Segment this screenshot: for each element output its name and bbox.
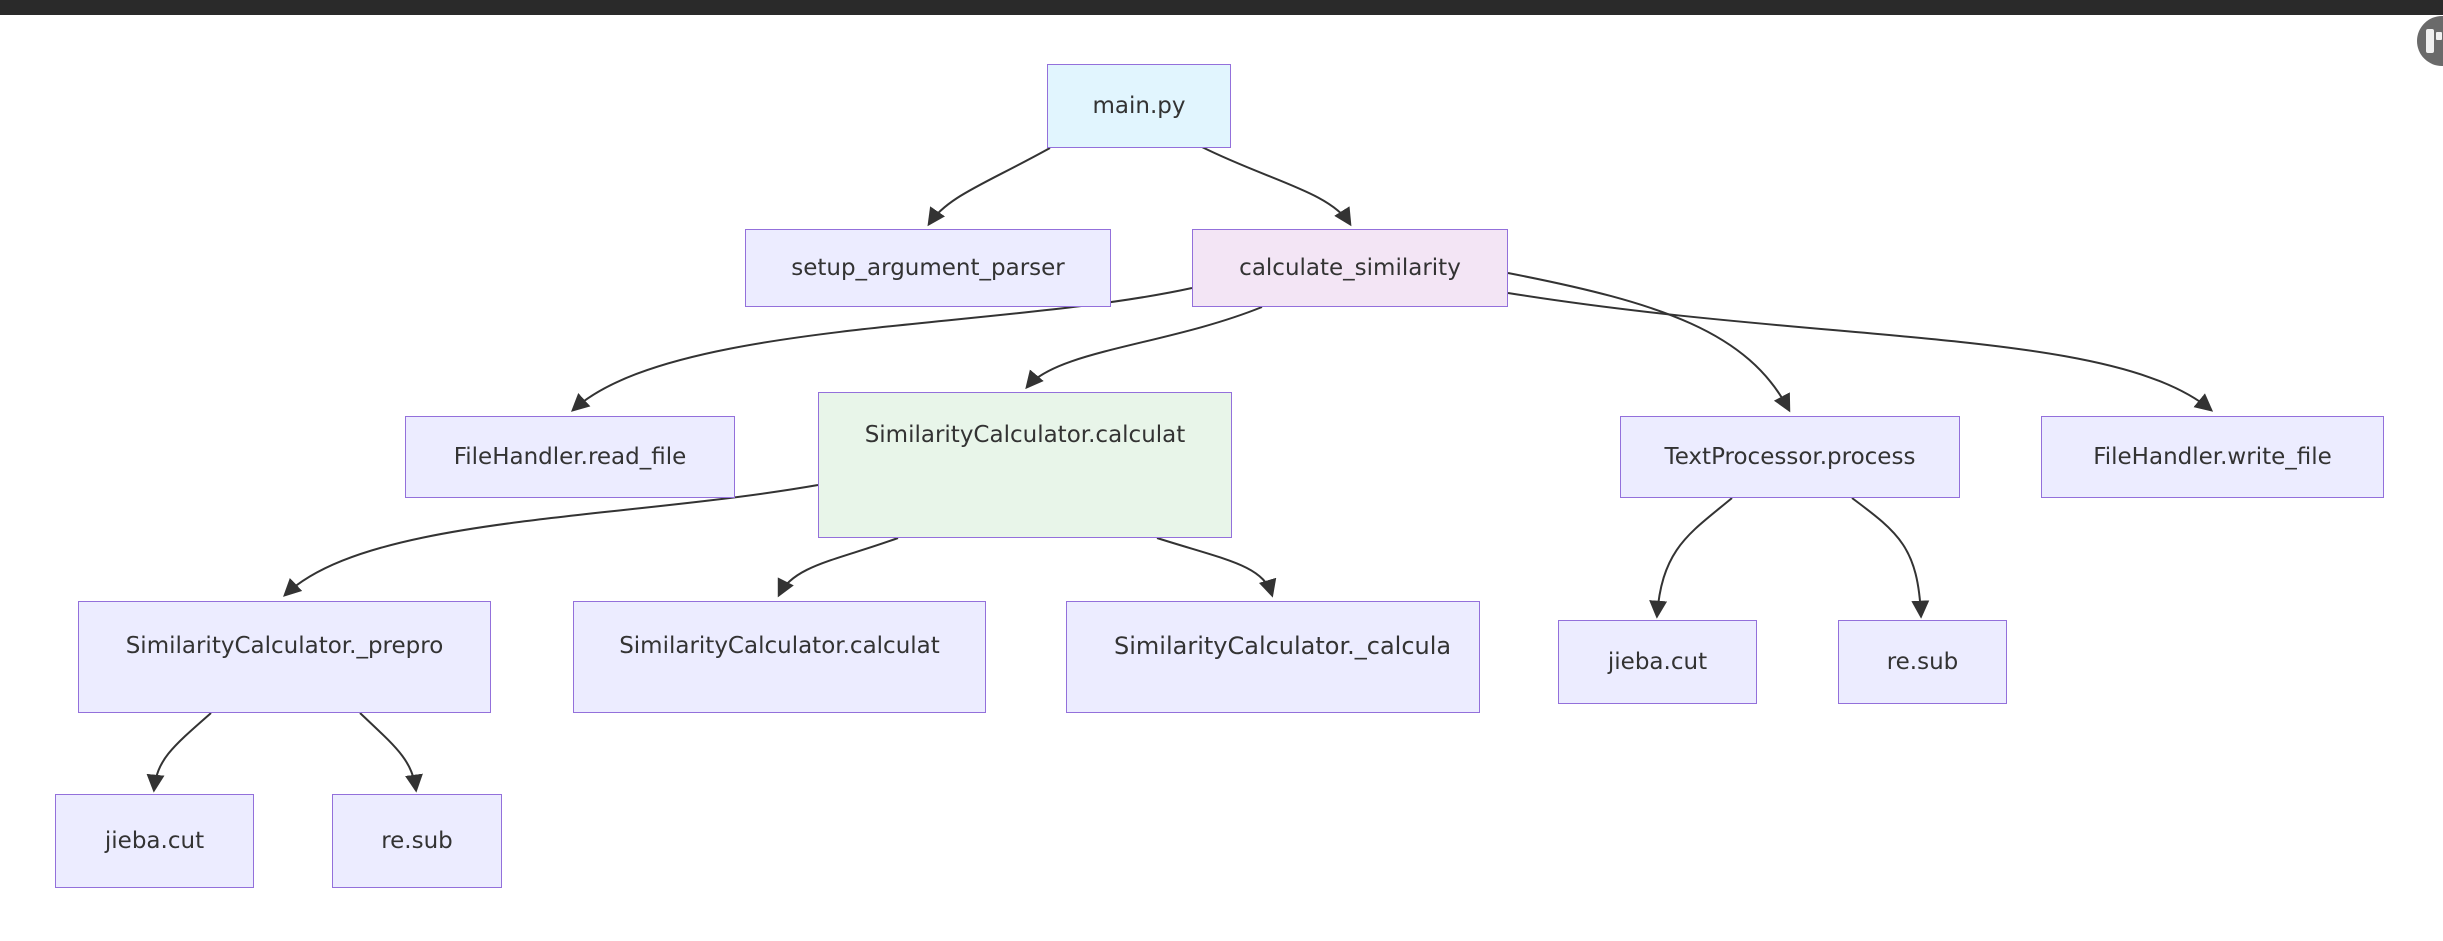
node-similaritycalculator_preprocess: SimilarityCalculator._prepro xyxy=(78,601,491,713)
node-filehandler_read_file: FileHandler.read_file xyxy=(405,416,735,498)
edge-main-to-calculate_similarity xyxy=(1201,146,1352,227)
node-re_sub_left: re.sub xyxy=(332,794,502,888)
node-filehandler_write_file: FileHandler.write_file xyxy=(2041,416,2384,498)
node-label: SimilarityCalculator._calcula xyxy=(1114,632,1452,660)
floating-action-button-icon-detail xyxy=(2436,32,2442,40)
edge-calculate_similarity-to-textprocessor_process xyxy=(1507,272,1791,413)
edge-textprocessor_process-to-re_sub_right xyxy=(1851,497,1930,619)
node-similaritycalculator_calculate_2: SimilarityCalculator.calculat xyxy=(573,601,986,713)
edge-similaritycalculator_preprocess-to-jieba_cut_left xyxy=(146,712,212,793)
node-label: setup_argument_parser xyxy=(791,255,1065,281)
node-label: re.sub xyxy=(1886,649,1959,675)
floating-action-button-icon xyxy=(2426,29,2434,53)
node-jieba_cut_right: jieba.cut xyxy=(1558,620,1757,704)
node-similaritycalculator_calculate: SimilarityCalculator.calculat xyxy=(818,392,1232,538)
node-label: re.sub xyxy=(381,828,453,854)
edge-calculate_similarity-to-similaritycalculator_calculate xyxy=(1025,306,1263,390)
node-label: FileHandler.read_file xyxy=(453,444,687,470)
edge-similaritycalculator_preprocess-to-re_sub_left xyxy=(359,712,423,793)
node-main: main.py xyxy=(1047,64,1231,148)
node-similaritycalculator_calculate_3: SimilarityCalculator._calcula xyxy=(1066,601,1480,713)
node-label: jieba.cut xyxy=(1607,649,1708,675)
node-re_sub_right: re.sub xyxy=(1838,620,2007,704)
node-label: SimilarityCalculator.calculat xyxy=(619,633,940,659)
node-label: SimilarityCalculator._prepro xyxy=(125,633,444,659)
edge-main-to-setup_argument_parser xyxy=(927,147,1051,227)
edge-textprocessor_process-to-jieba_cut_right xyxy=(1649,497,1733,619)
node-calculate_similarity: calculate_similarity xyxy=(1192,229,1508,307)
node-jieba_cut_left: jieba.cut xyxy=(55,794,254,888)
node-label: SimilarityCalculator.calculat xyxy=(864,422,1186,448)
node-label: TextProcessor.process xyxy=(1664,444,1916,470)
node-label: jieba.cut xyxy=(104,828,205,854)
edge-similaritycalculator_calculate-to-similaritycalculator_preprocess xyxy=(283,484,819,597)
edge-similaritycalculator_calculate-to-similaritycalculator_calculate_2 xyxy=(777,537,899,598)
node-label: FileHandler.write_file xyxy=(2093,444,2332,470)
top-bar xyxy=(0,0,2443,15)
node-label: calculate_similarity xyxy=(1239,255,1461,281)
node-textprocessor_process: TextProcessor.process xyxy=(1620,416,1960,498)
node-setup_argument_parser: setup_argument_parser xyxy=(745,229,1111,307)
edge-similaritycalculator_calculate-to-similaritycalculator_calculate_3 xyxy=(1156,537,1277,598)
edge-calculate_similarity-to-filehandler_write_file xyxy=(1507,292,2214,412)
node-label: main.py xyxy=(1092,93,1186,119)
